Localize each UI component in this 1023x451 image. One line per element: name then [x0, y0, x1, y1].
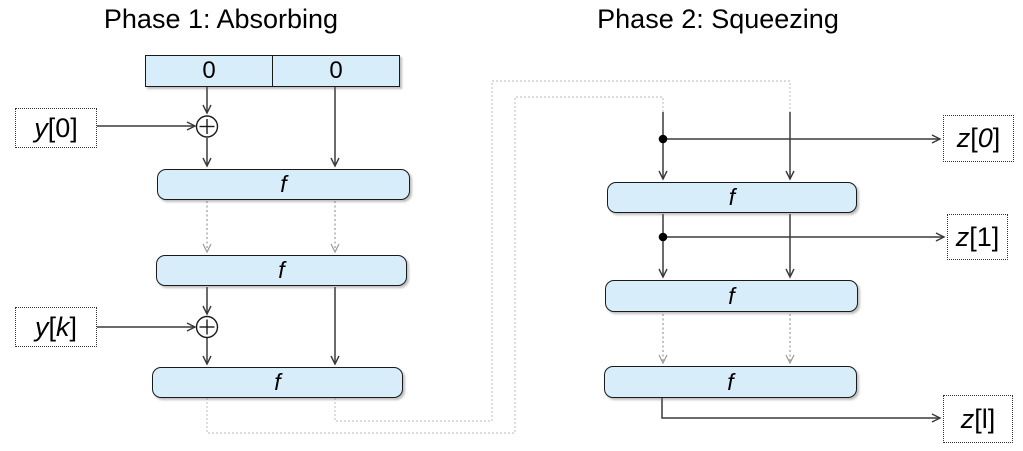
f-label: f: [728, 184, 736, 210]
input-label-y0: y[0]: [15, 108, 97, 148]
label-text: ]: [992, 123, 1001, 153]
output-label-zl: z[l]: [943, 395, 1013, 443]
f-box-absorb-2: f: [156, 255, 407, 286]
state-register: 0 0: [145, 55, 400, 87]
junction-dot: [658, 232, 668, 242]
f-label: f: [728, 282, 735, 309]
f-box-absorb-1: f: [157, 169, 410, 200]
junction-dot: [658, 134, 668, 144]
arrow: [661, 398, 942, 423]
feedback-path-capacity: [334, 80, 791, 422]
label-text: z: [955, 221, 970, 252]
f-box-squeeze-2: f: [605, 280, 858, 312]
f-box-absorb-3: f: [152, 367, 403, 398]
f-label: f: [727, 368, 734, 395]
f-label: f: [278, 257, 285, 283]
output-label-z1: z[1]: [947, 214, 1008, 260]
state-cell-rate: 0: [146, 56, 273, 86]
f-label: f: [274, 369, 281, 395]
label-text: z: [960, 403, 975, 434]
output-label-z0: z[0]: [943, 115, 1014, 162]
label-text: [: [970, 123, 978, 153]
label-text: y: [34, 311, 49, 342]
state-cell-capacity: 0: [329, 57, 343, 84]
f-label: f: [280, 171, 287, 197]
phase1-title: Phase 1: Absorbing: [103, 4, 339, 34]
feedback-path-rate: [206, 96, 664, 434]
label-text: ]: [69, 311, 78, 342]
label-text: 0: [977, 123, 993, 153]
label-text: [l]: [974, 403, 996, 434]
f-box-squeeze-1: f: [607, 182, 857, 213]
label-text: z: [956, 123, 971, 153]
label-text: y: [34, 112, 48, 143]
xor-icon: [195, 115, 219, 138]
xor-icon: [195, 315, 219, 339]
label-text: k: [56, 311, 70, 342]
f-box-squeeze-3: f: [604, 366, 857, 398]
input-label-yk: y[k]: [15, 307, 97, 347]
label-text: [0]: [47, 112, 78, 143]
label-text: [1]: [969, 221, 1000, 252]
label-text: [: [48, 311, 56, 342]
phase2-title: Phase 2: Squeezing: [597, 4, 839, 34]
